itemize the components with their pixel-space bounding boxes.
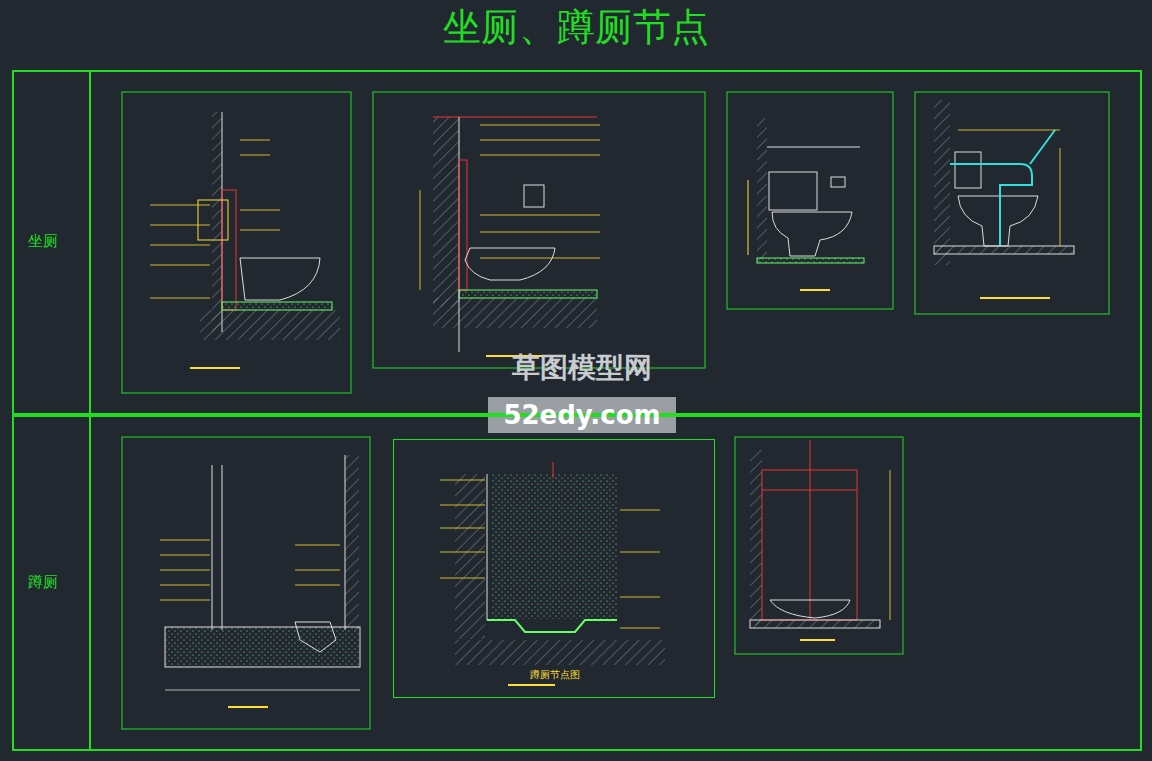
row-label: 坐厕 — [28, 232, 58, 251]
squat-pan-section — [440, 462, 665, 685]
squat-toilet-elevation — [750, 440, 890, 640]
row-band: 蹲厕蹲厕节点图 — [12, 415, 1142, 751]
close-coupled-toilet — [748, 118, 864, 290]
accessible-toilet — [934, 100, 1074, 298]
detail-panel: 蹲厕节点图 — [393, 439, 715, 698]
panel-frames — [122, 92, 1109, 729]
wall-hung-toilet-section — [150, 112, 340, 368]
watermark: 52edy.com — [488, 397, 676, 433]
sheet-title: 坐厕、蹲厕节点 — [0, 2, 1152, 52]
squat-toilet-detail — [160, 455, 360, 707]
column-divider — [89, 70, 91, 750]
row-label: 蹲厕 — [28, 573, 58, 592]
panel-caption: 蹲厕节点图 — [394, 668, 716, 682]
watermark-band — [488, 397, 676, 433]
watermark: 草图模型网 — [488, 350, 676, 386]
floor-toilet-section — [420, 117, 600, 356]
